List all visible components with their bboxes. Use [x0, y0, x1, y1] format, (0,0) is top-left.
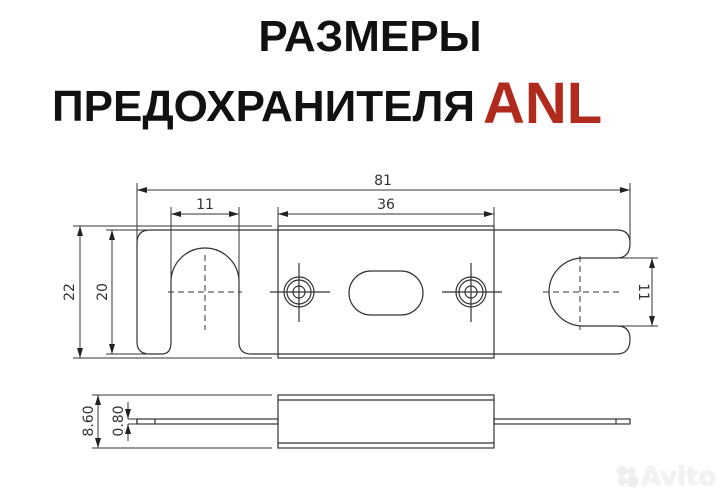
- side-right-blade: [493, 418, 631, 425]
- dim-slot-width-left: 11: [196, 197, 214, 213]
- left-screw: [270, 263, 330, 322]
- side-left-blade: [136, 418, 279, 425]
- title-fuse-text: ПРЕДОХРАНИТЕЛЯ: [52, 82, 475, 131]
- dim-blade-thickness: 0.80: [111, 405, 127, 436]
- top-view: [136, 225, 631, 359]
- dim-overall-height: 22: [62, 283, 78, 301]
- dim-blade-height: 20: [95, 283, 111, 301]
- dim-body-length: 36: [377, 197, 395, 213]
- avito-dots-icon: [617, 466, 639, 488]
- side-body: [277, 394, 495, 449]
- side-view: [92, 394, 631, 449]
- dim-slot-width-right: 11: [635, 283, 651, 301]
- right-screw: [442, 263, 502, 322]
- avito-watermark: Avito: [617, 462, 716, 492]
- left-blade-outline: [136, 229, 278, 355]
- avito-text: Avito: [641, 462, 717, 492]
- right-blade-outline: [494, 229, 631, 355]
- dim-overall-length: 81: [374, 173, 392, 189]
- title-line-1: РАЗМЕРЫ: [258, 12, 482, 61]
- inspection-window: [348, 270, 424, 316]
- dim-side-thickness: 8.60: [81, 405, 97, 436]
- title-anl-accent: ANL: [482, 71, 603, 136]
- dimension-lines: [73, 183, 658, 359]
